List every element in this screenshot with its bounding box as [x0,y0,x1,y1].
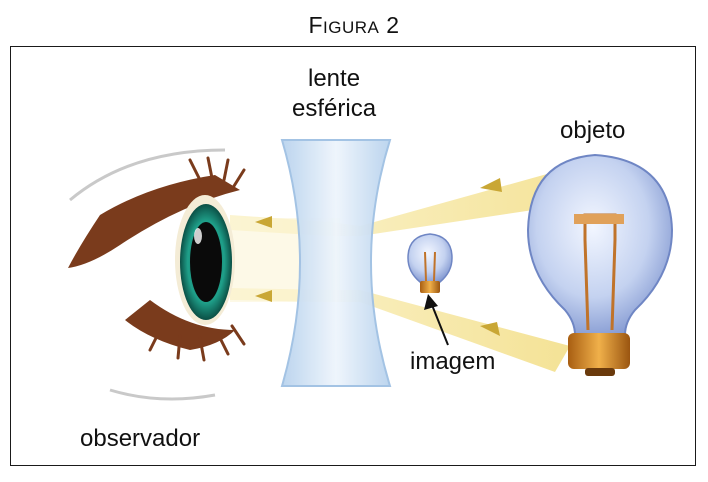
figure-number: 2 [386,12,400,38]
image-pointer-arrow [424,294,449,346]
observer-eye [68,148,246,401]
figure-title-initial: F [308,12,324,38]
image-bulb [407,233,453,293]
figure-title-rest: IGURA [323,18,380,37]
object-label: objeto [560,117,626,144]
image-label: imagem [410,348,496,375]
figure-title: FIGURA 2 [0,12,708,39]
lens-label-line1: lente [308,65,361,92]
ray-arrows [255,178,502,336]
object-bulb [526,153,674,376]
observer-label: observador [80,425,201,452]
spherical-lens [280,139,392,387]
lens-label-line2: esférica [292,95,377,122]
